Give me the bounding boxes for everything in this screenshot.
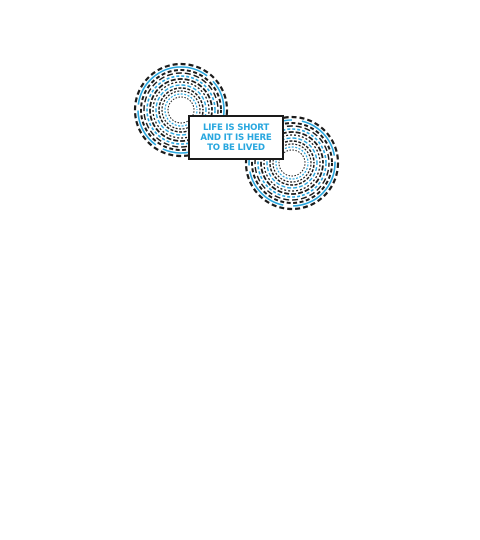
spiral-ring xyxy=(137,66,225,154)
slogan-label: LIFE IS SHORT AND IT IS HERE TO BE LIVED xyxy=(188,115,284,160)
spiral-ring xyxy=(167,96,195,124)
spiral-ring xyxy=(161,90,201,130)
spiral-ring xyxy=(257,128,327,198)
spiral-ring xyxy=(263,134,321,192)
spiral-ring xyxy=(155,84,207,136)
spiral-ring xyxy=(251,122,333,204)
spiral-ring xyxy=(266,137,318,189)
spiral-ring xyxy=(143,72,219,148)
spiral-ring xyxy=(149,78,213,142)
spiral-ring xyxy=(254,125,330,201)
spiral-ring xyxy=(275,146,309,180)
slogan-line-3: TO BE LIVED xyxy=(207,142,265,153)
spiral-ring xyxy=(152,81,210,139)
spiral-ring xyxy=(244,115,340,211)
spiral-ring xyxy=(260,131,324,195)
spiral-ring xyxy=(146,75,216,145)
spiral-ring xyxy=(269,140,315,186)
spiral-ring xyxy=(158,87,204,133)
left-spiral-icon xyxy=(133,62,229,158)
slogan-line-2: AND IT IS HERE xyxy=(200,132,272,143)
right-spiral-icon xyxy=(244,115,340,211)
spiral-ring xyxy=(278,149,306,177)
spiral-ring xyxy=(133,62,229,158)
spiral-ring xyxy=(248,119,336,207)
spiral-ring xyxy=(164,93,198,127)
slogan-line-1: LIFE IS SHORT xyxy=(203,122,269,133)
spiral-ring xyxy=(140,69,222,151)
spiral-ring xyxy=(272,143,312,183)
